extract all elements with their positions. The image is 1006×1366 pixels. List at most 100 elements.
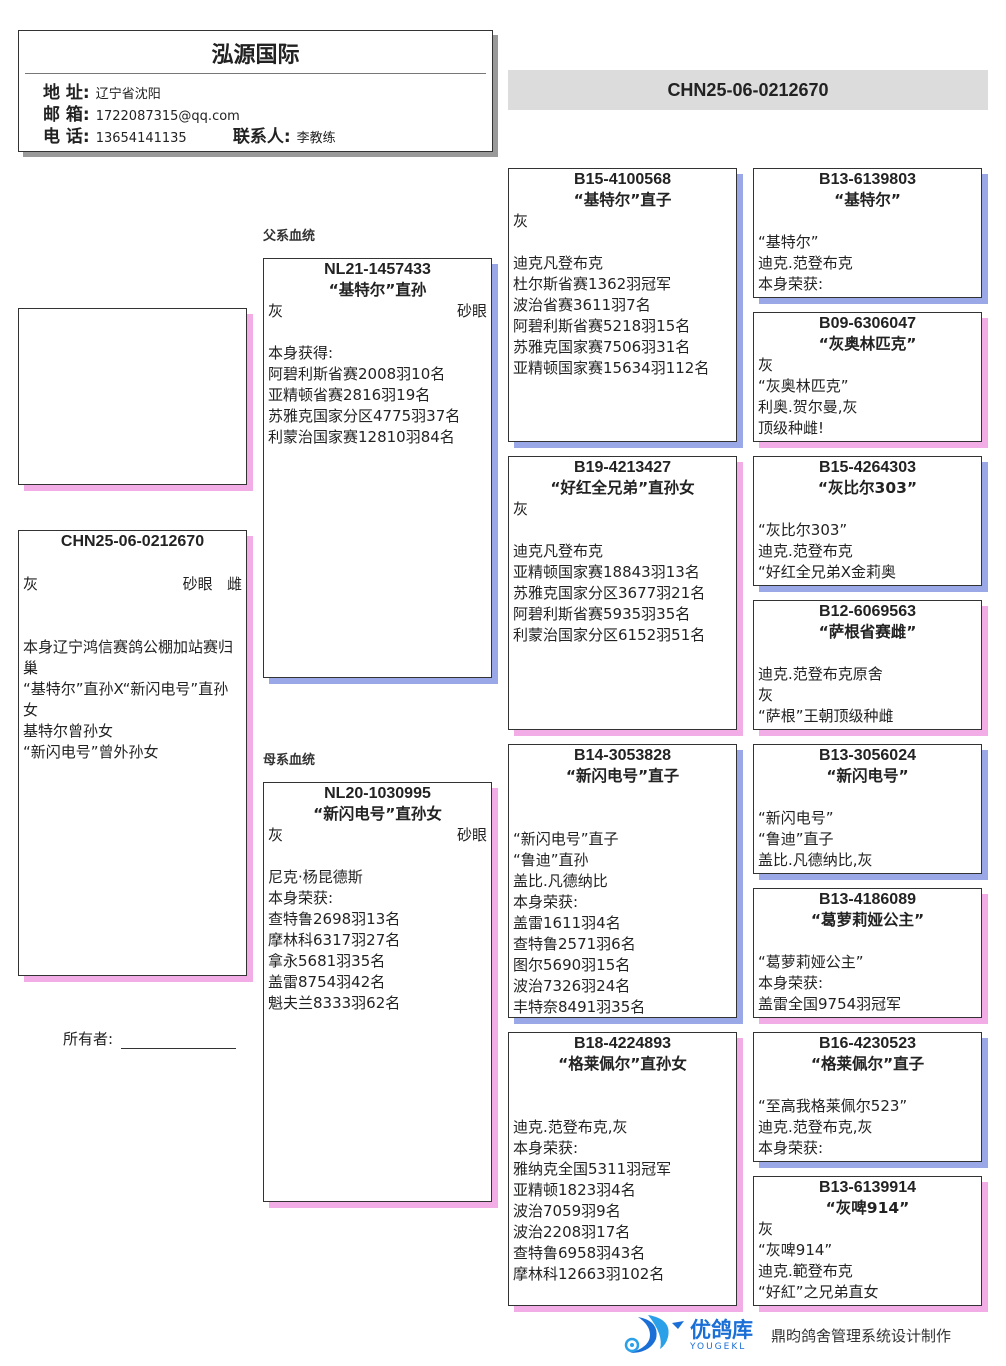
info-line: 盖雷8754羽42名 (268, 973, 386, 991)
subject-traits: 灰 砂眼 雌 (23, 574, 242, 595)
ring-number: B13-4186089 (819, 891, 916, 908)
info-line: 苏雅克国家分区4775羽37名 (268, 407, 461, 425)
email-value: 1722087315@qq.com (95, 109, 240, 124)
sire-card: NL21-1457433 “基特尔”直孙灰 砂眼本身获得: 阿碧利斯省赛2008羽10… (263, 258, 492, 678)
info-line (513, 787, 732, 808)
info-line: 苏雅克国家分区3677羽21名 (513, 584, 706, 602)
info-line: 利奥.贺尔曼,灰 (758, 398, 858, 416)
info-line (758, 211, 977, 232)
info-line: 灰 (758, 356, 774, 374)
great-grandparent-card: B15-4264303“灰比尔303”“灰比尔303”迪克.范登布克“好红全兄弟… (753, 456, 982, 586)
dam-card: NL20-1030995“新闪电号”直孙女灰砂眼尼克·杨昆德斯本身荣获:查特鲁2… (263, 782, 492, 1202)
bird-name: “灰奥林匹克” (818, 335, 917, 353)
note-line: 基特尔曾孙女 (23, 722, 114, 740)
grandparent-card: B15-4100568“基特尔”直子灰迪克凡登布克杜尔斯省赛1362羽冠军波治省… (508, 168, 737, 442)
info-line: 尼克·杨昆德斯 (268, 868, 363, 886)
bird-name: “灰比尔303” (817, 479, 918, 497)
info-line: 本身获得: (268, 344, 334, 362)
great-grandparent-card: B12-6069563“萨根省赛雌”迪克.范登布克原舍灰“萨根”王朝顶级种雌 (753, 600, 982, 730)
bird-name: “基特尔”直子 (573, 191, 672, 209)
ring-number: B15-4264303 (819, 459, 916, 476)
info-line: 亚精顿1823羽4名 (513, 1181, 636, 1199)
info-line (758, 787, 977, 808)
bird-name: “葛萝莉娅公主” (810, 911, 925, 929)
info-line: 本身荣获: (758, 974, 824, 992)
note-line: “新闪电号”曾外孙女 (23, 743, 159, 761)
bird-name: “格莱佩尔”直孙女 (558, 1055, 687, 1073)
great-grandparent-card: B13-4186089“葛萝莉娅公主”“葛萝莉娅公主”本身荣获:盖雷全国9754… (753, 888, 982, 1018)
loft-header-card: 泓源国际 地 址:辽宁省沈阳 邮 箱:1722087315@qq.com 电 话… (18, 30, 493, 152)
bird-name: “灰啤914” (825, 1199, 910, 1217)
info-line: 灰 (513, 500, 529, 518)
info-line: 摩林科6317羽27名 (268, 931, 401, 949)
info-line: “灰啤914” (758, 1241, 833, 1259)
info-line (513, 1075, 732, 1096)
info-line: “好红全兄弟X金莉奥 (758, 563, 897, 581)
grandparent-card: B18-4224893 “格莱佩尔”直孙女迪克.范登布克,灰本身荣获: 雅纳克全国5… (508, 1032, 737, 1306)
info-line: 波治省赛3611羽7名 (513, 296, 651, 314)
info-line: 灰 (758, 1220, 774, 1238)
info-line: 杜尔斯省赛1362羽冠军 (513, 275, 672, 293)
traits-row: 灰砂眼 (268, 825, 487, 846)
info-line: 阿碧利斯省赛2008羽10名 (268, 365, 446, 383)
address-value: 辽宁省沈阳 (95, 87, 161, 102)
dam-section-label: 母系血统 (263, 753, 316, 768)
subject-color: 灰 (23, 575, 39, 593)
info-line: “新闪电号”直子 (513, 830, 619, 848)
bird-name: “好红全兄弟”直孙女 (550, 479, 695, 497)
great-grandparent-card: B13-6139803“基特尔”“基特尔”迪克.范登布克本身荣获: (753, 168, 982, 298)
owner-signature-line (121, 1032, 237, 1049)
bird-name: “新闪电号”直子 (565, 767, 680, 785)
info-line: 迪克凡登布克 (513, 542, 604, 560)
info-line: 顶级种雌! (758, 419, 825, 437)
color-value: 灰 (268, 826, 284, 844)
email-row: 邮 箱:1722087315@qq.com (43, 105, 240, 125)
yougeku-logo-icon (624, 1315, 684, 1353)
ring-banner: CHN25-06-0212670 (508, 70, 988, 110)
color-value: 灰 (268, 302, 284, 320)
info-line: 阿碧利斯省赛5218羽15名 (513, 317, 691, 335)
photo-box (18, 308, 247, 485)
ring-number: B19-4213427 (574, 459, 671, 476)
subject-eye: 砂眼 (182, 575, 213, 593)
ring-number: B12-6069563 (819, 603, 916, 620)
subject-ring: CHN25-06-0212670 (60, 533, 205, 550)
note-line (23, 595, 236, 616)
bird-name: “新闪电号” (826, 767, 909, 785)
eye-value: 砂眼 (456, 302, 487, 320)
ring-number: B13-6139803 (819, 171, 916, 188)
info-line: 本身荣获: (513, 1139, 579, 1157)
info-line: 苏雅克国家赛7506羽31名 (513, 338, 691, 356)
info-line: 迪克.范登布克 (758, 254, 853, 272)
credit-text: 鼎昀鸽舍管理系统设计制作 (771, 1326, 952, 1345)
subject-card: CHN25-06-0212670 灰 砂眼 雌 本身辽宁鸿信赛鸽公棚加站赛归巢“… (18, 530, 247, 976)
info-line: “好紅”之兄弟直女 (758, 1283, 879, 1301)
info-line: 盖雷1611羽4名 (513, 914, 621, 932)
grandparent-card: B14-3053828“新闪电号”直子“新闪电号”直子“鲁迪”直孙盖比.凡德纳比… (508, 744, 737, 1018)
info-line (513, 232, 732, 253)
header-divider (25, 73, 486, 74)
info-line: 迪克.范登布克,灰 (513, 1118, 628, 1136)
ring-number: B18-4224893 (574, 1035, 671, 1052)
info-line: 本身荣获: (758, 1139, 824, 1157)
footer: 优鸽库 YOUGEKL 鼎昀鸽舍管理系统设计制作 (620, 1310, 1000, 1360)
info-line: “灰奥林匹克” (758, 377, 849, 395)
info-line: 摩林科12663羽102名 (513, 1265, 665, 1283)
contact-label: 联系人: (232, 127, 291, 147)
info-line: “萨根”王朝顶级种雌 (758, 707, 894, 725)
info-line (758, 499, 977, 520)
info-line (268, 322, 487, 343)
note-line: “基特尔”直孙X“新闪电号”直孙女 (23, 680, 229, 719)
info-line: 迪克.范登布克,灰 (758, 1118, 873, 1136)
ring-number: NL21-1457433 (324, 261, 431, 278)
bird-name: “基特尔”直孙 (328, 281, 427, 299)
great-grandparent-card: B09-6306047“灰奥林匹克”灰“灰奥林匹克”利奥.贺尔曼,灰顶级种雌! (753, 312, 982, 442)
brand-name-en: YOUGEKL (690, 1342, 747, 1352)
info-line: 波治7326羽24名 (513, 977, 631, 995)
info-line: 灰 (513, 212, 529, 230)
info-line: 雅纳克全国5311羽冠军 (513, 1160, 672, 1178)
great-grandparent-card: B16-4230523“格莱佩尔”直子“至高我格莱佩尔523”迪克.范登布克,灰… (753, 1032, 982, 1162)
info-line: 迪克.范登布克原舍 (758, 665, 883, 683)
info-line: 灰 (758, 686, 774, 704)
bird-name: “新闪电号”直孙女 (313, 805, 442, 823)
